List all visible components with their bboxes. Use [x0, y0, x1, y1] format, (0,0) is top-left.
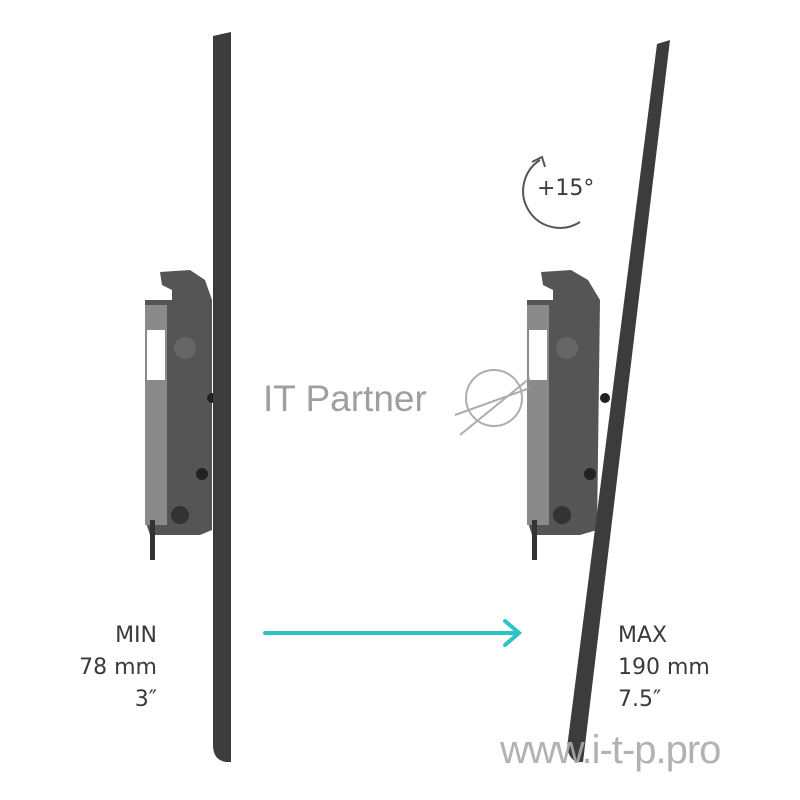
min-label-block: MIN 78 mm 3″: [79, 620, 157, 716]
max-distance-mm: 190 mm: [618, 655, 710, 680]
right-bracket: [527, 270, 610, 560]
min-label: MIN: [115, 623, 157, 648]
max-label: MAX: [618, 623, 668, 648]
left-bracket: [145, 270, 217, 560]
min-distance-mm: 78 mm: [79, 655, 157, 680]
rotate-arrow-icon: [522, 155, 581, 229]
max-distance-in: 7.5″: [618, 687, 662, 712]
min-distance-in: 3″: [134, 687, 157, 712]
it-partner-logo-icon: [454, 369, 531, 436]
tilt-label: +15°: [537, 176, 595, 201]
watermark-brand: IT Partner: [263, 378, 427, 419]
direction-arrow: [263, 619, 523, 647]
right-wall-plate: [567, 40, 670, 762]
max-label-block: MAX 190 mm 7.5″: [618, 620, 710, 716]
watermark-url: www.i-t-p.pro: [500, 728, 721, 772]
left-wall-plate: [213, 32, 231, 762]
